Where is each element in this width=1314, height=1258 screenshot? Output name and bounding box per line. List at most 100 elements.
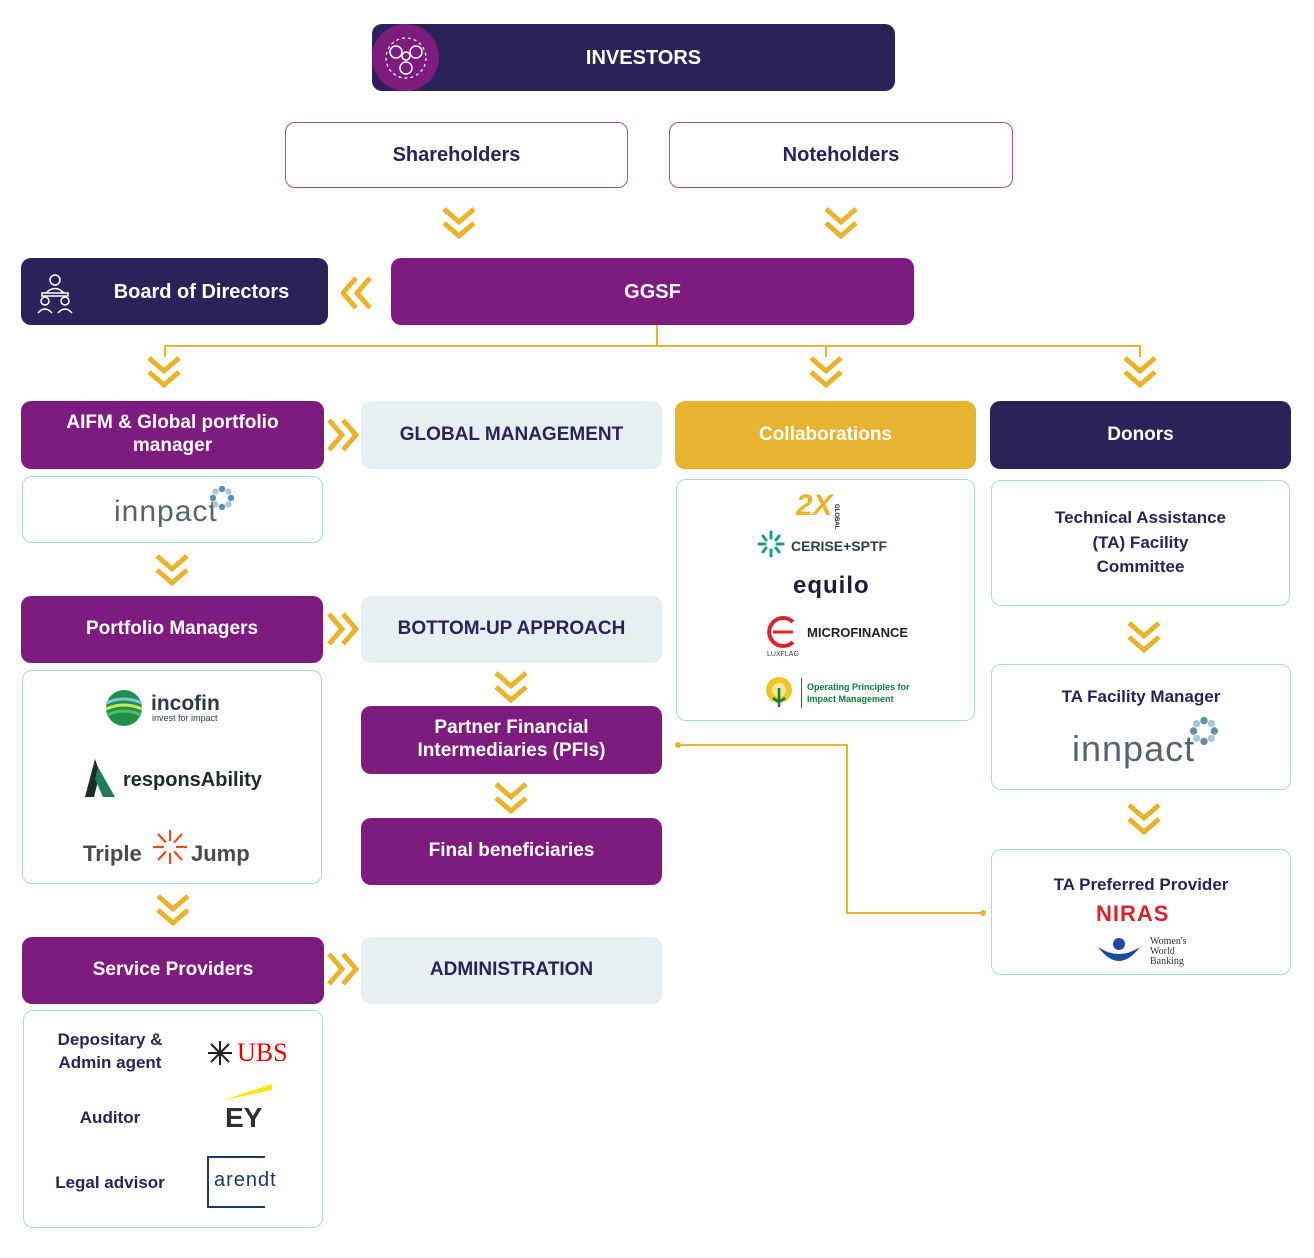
incofin-tagline: invest for impact bbox=[152, 713, 218, 723]
incofin-logo: incofin bbox=[151, 692, 220, 715]
wwb-logo-icon bbox=[1098, 938, 1140, 961]
triple-jump-burst-icon bbox=[153, 830, 187, 864]
chevron-down-icon bbox=[156, 894, 190, 928]
ey-beam-icon bbox=[224, 1084, 272, 1100]
ggsf-label: GGSF bbox=[624, 280, 681, 303]
triple-jump-logo-jump: Jump bbox=[191, 841, 250, 866]
opim-line1: Operating Principles for bbox=[807, 682, 910, 692]
chevron-down-icon bbox=[1127, 803, 1161, 837]
chevron-right-icon bbox=[327, 952, 361, 986]
equilo-logo: equilo bbox=[793, 572, 870, 599]
connector-line bbox=[656, 325, 658, 346]
ta-provider-box: TA Preferred Provider NIRAS Women's Worl… bbox=[991, 849, 1291, 975]
noteholders-label: Noteholders bbox=[782, 144, 900, 166]
connector-line bbox=[846, 912, 983, 914]
wwb-line1: Women's bbox=[1150, 936, 1187, 947]
ta-committee-box: Technical Assistance (TA) Facility Commi… bbox=[991, 480, 1290, 606]
ey-logo: EY bbox=[225, 1102, 263, 1133]
shareholders-label: Shareholders bbox=[392, 144, 521, 166]
twox-logo: 2X bbox=[796, 489, 833, 522]
portfolio-managers-label: Portfolio Managers bbox=[85, 618, 259, 640]
innpact-burst-icon bbox=[1189, 716, 1219, 746]
collaborations-label: Collaborations bbox=[758, 423, 892, 445]
donors-box: Donors bbox=[990, 401, 1291, 469]
connector-line bbox=[846, 744, 848, 914]
connector-line bbox=[1139, 345, 1141, 357]
luxflag-icon bbox=[767, 616, 795, 648]
ta-manager-label: TA Facility Manager bbox=[1061, 687, 1221, 706]
administration-label: ADMINISTRATION bbox=[429, 959, 594, 981]
arendt-logo: arendt bbox=[214, 1169, 277, 1191]
investors-icon-circle bbox=[372, 24, 439, 91]
connector-line bbox=[164, 345, 1140, 347]
opim-line2: Impact Management bbox=[807, 694, 894, 704]
wwb-line2: World bbox=[1150, 946, 1175, 957]
responsability-icon bbox=[85, 759, 115, 797]
microfinance-logo: MICROFINANCE bbox=[807, 625, 909, 640]
chevron-down-icon bbox=[824, 207, 858, 241]
innpact-logo-box: innpact bbox=[22, 476, 323, 543]
responsability-logo: responsAbility bbox=[123, 769, 262, 791]
board-meeting-icon bbox=[36, 273, 73, 314]
connector-line bbox=[678, 744, 848, 746]
twox-small-text: GLOBAL bbox=[833, 504, 839, 530]
chevron-down-icon bbox=[147, 356, 181, 390]
wwb-line3: Banking bbox=[1150, 956, 1184, 967]
ta-committee-label: Technical Assistance (TA) Facility Commi… bbox=[1054, 508, 1227, 577]
administration-box: ADMINISTRATION bbox=[361, 937, 662, 1004]
opim-sun-icon bbox=[766, 677, 792, 707]
service-providers-box: Service Providers bbox=[22, 937, 324, 1004]
chevron-right-icon bbox=[327, 418, 361, 452]
final-beneficiaries-label: Final beneficiaries bbox=[428, 840, 595, 862]
chevron-left-icon bbox=[341, 276, 375, 310]
investors-title: INVESTORS bbox=[585, 46, 702, 69]
connector-dot bbox=[980, 910, 986, 916]
service-providers-detail-box: Depositary & Admin agent UBS Auditor EY … bbox=[23, 1010, 323, 1228]
final-beneficiaries-box: Final beneficiaries bbox=[361, 818, 662, 885]
auditor-label: Auditor bbox=[79, 1108, 141, 1127]
portfolio-managers-logos-box: incofin invest for impact responsAbility… bbox=[22, 670, 322, 884]
chevron-down-icon bbox=[494, 782, 528, 816]
chevron-down-icon bbox=[155, 554, 189, 588]
ta-manager-box: TA Facility Manager innpact bbox=[991, 664, 1291, 790]
board-icon-circle bbox=[21, 258, 88, 325]
incofin-globe-icon bbox=[105, 690, 143, 726]
niras-logo: NIRAS bbox=[1096, 901, 1170, 926]
network-people-icon bbox=[384, 36, 427, 79]
aifm-box: AIFM & Global portfolio manager bbox=[21, 401, 324, 469]
connector-line bbox=[164, 345, 166, 357]
chevron-down-icon bbox=[809, 356, 843, 390]
collaborations-box: Collaborations bbox=[675, 401, 976, 469]
cerise-sptf-burst-icon bbox=[757, 530, 785, 558]
ta-provider-label: TA Preferred Provider bbox=[1053, 875, 1229, 894]
ubs-logo: UBS bbox=[237, 1038, 288, 1067]
chevron-down-icon bbox=[1127, 621, 1161, 655]
luxflag-label: LUXFLAG bbox=[767, 651, 799, 658]
ubs-keys-icon bbox=[208, 1041, 232, 1065]
triple-jump-logo-triple: Triple bbox=[83, 841, 142, 866]
chevron-down-icon bbox=[1123, 356, 1157, 390]
legal-advisor-label: Legal advisor bbox=[55, 1173, 165, 1192]
board-label: Board of Directors bbox=[113, 280, 290, 303]
depositary-label: Depositary & Admin agent bbox=[57, 1030, 163, 1072]
chevron-down-icon bbox=[494, 671, 528, 705]
chevron-right-icon bbox=[327, 612, 361, 646]
connector-line bbox=[825, 345, 827, 357]
shareholders-box: Shareholders bbox=[285, 122, 628, 188]
global-management-box: GLOBAL MANAGEMENT bbox=[361, 401, 662, 469]
service-providers-label: Service Providers bbox=[92, 959, 254, 981]
pfi-box: Partner Financial Intermediaries (PFIs) bbox=[361, 706, 662, 774]
bottom-up-label: BOTTOM-UP APPROACH bbox=[397, 618, 626, 640]
investors-box: INVESTORS bbox=[372, 24, 895, 91]
global-management-label: GLOBAL MANAGEMENT bbox=[399, 423, 624, 445]
noteholders-box: Noteholders bbox=[669, 122, 1013, 188]
donors-label: Donors bbox=[1107, 423, 1174, 445]
opim-divider bbox=[801, 678, 802, 708]
innpact-logo: innpact bbox=[1072, 728, 1196, 769]
cerise-sptf-logo: CERISE+SPTF bbox=[791, 538, 888, 554]
chevron-down-icon bbox=[442, 207, 476, 241]
pfi-label: Partner Financial Intermediaries (PFIs) bbox=[417, 717, 606, 761]
portfolio-managers-box: Portfolio Managers bbox=[21, 596, 323, 663]
arendt-logo-frame bbox=[207, 1156, 265, 1208]
collaborations-logos-box: 2X GLOBAL CERISE+SPTF equilo LUXFLAG MIC… bbox=[676, 479, 975, 721]
